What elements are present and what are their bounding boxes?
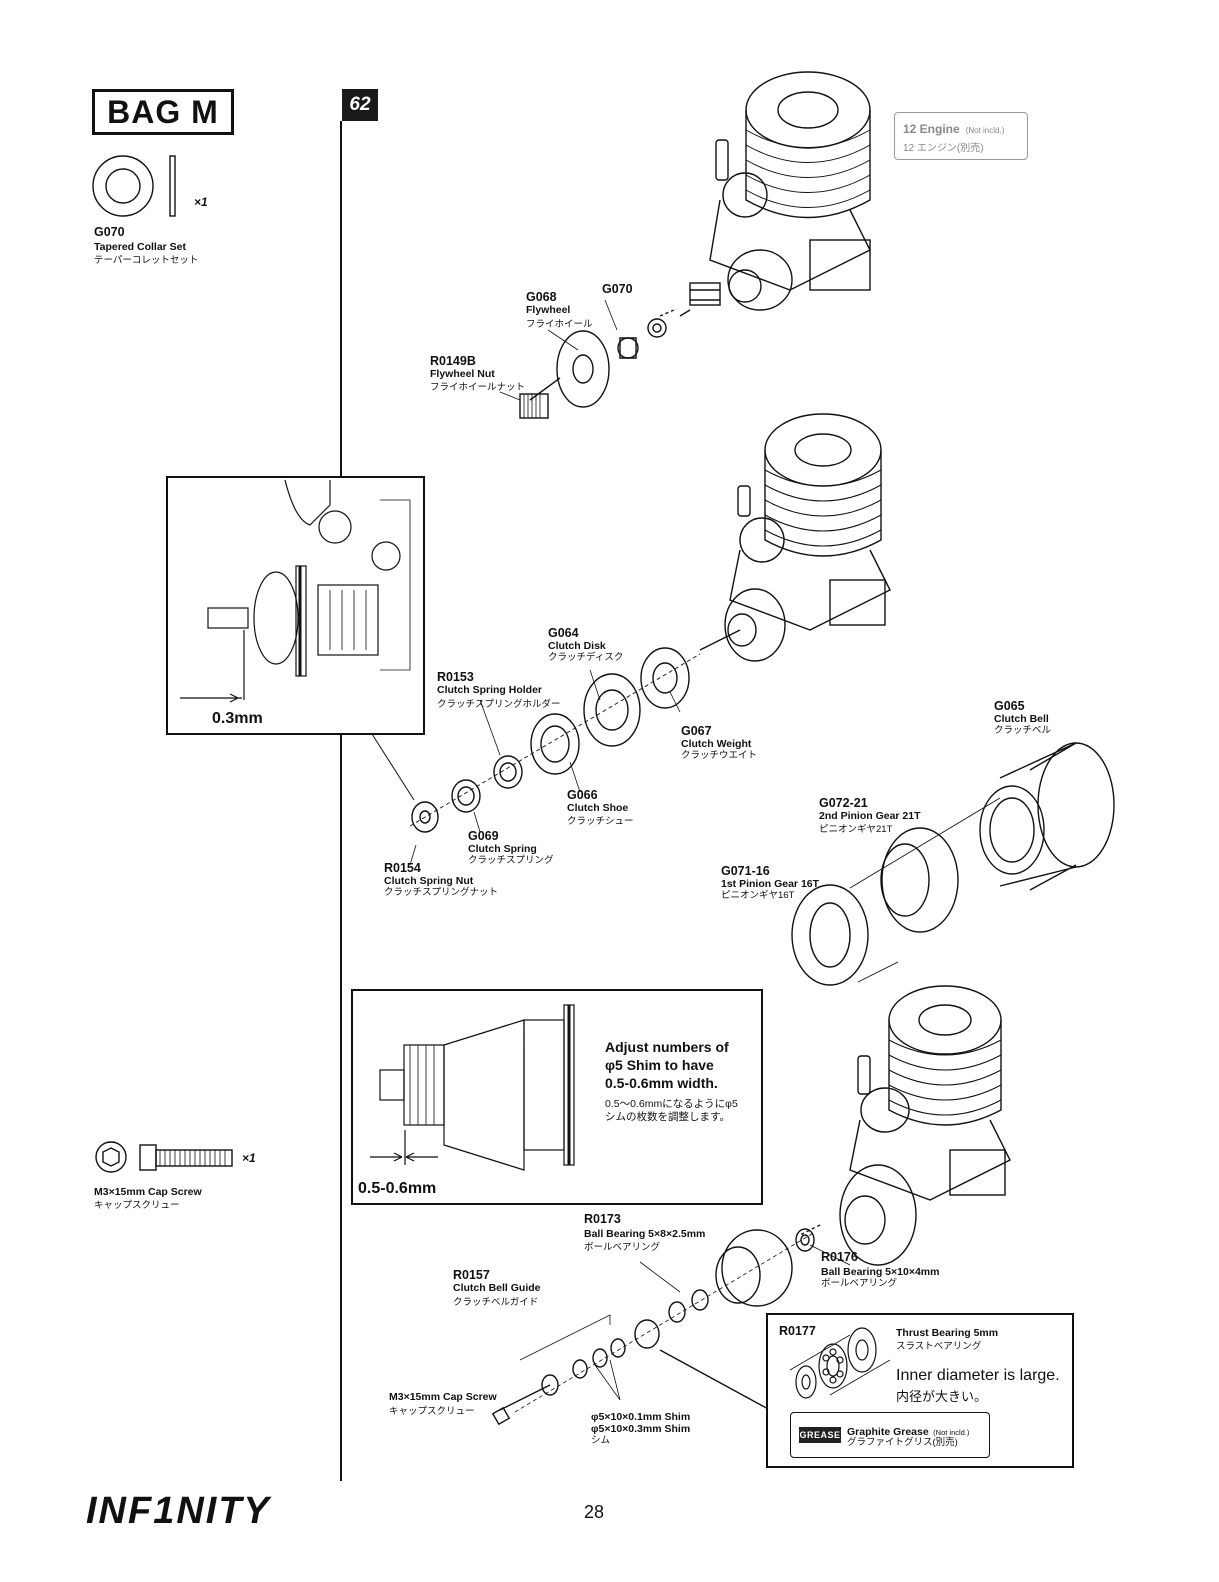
part-label: G066 Clutch Shoe クラッチシュー bbox=[567, 788, 634, 827]
engine-note: (Not incld.) bbox=[965, 126, 1005, 135]
thrust-note: Inner diameter is large. bbox=[896, 1367, 1060, 1384]
part-label: G072-21 2nd Pinion Gear 21T ピニオンギヤ21T bbox=[819, 796, 921, 835]
part-code-g070: G070 bbox=[602, 282, 633, 296]
screw-name: M3×15mm Cap Screw bbox=[94, 1186, 202, 1198]
collar-qty: ×1 bbox=[194, 195, 208, 209]
grease-callout: GREASE Graphite Grease (Not incld.) グラファ… bbox=[790, 1412, 990, 1458]
part-label: G064 Clutch Disk クラッチディスク bbox=[548, 626, 624, 663]
thrust-jp: スラストベアリング bbox=[896, 1341, 982, 1352]
engine-jp: 12 エンジン(別売) bbox=[903, 143, 984, 154]
part-label: R0176 Ball Bearing 5×10×4mm ボールベアリング bbox=[821, 1250, 940, 1289]
grease-name: Graphite Grease bbox=[847, 1426, 929, 1438]
measure-0-5-0-6mm: 0.5-0.6mm bbox=[358, 1180, 437, 1197]
grease-note: (Not incld.) bbox=[933, 1428, 970, 1437]
screw-jp: キャップスクリュー bbox=[94, 1200, 180, 1211]
shim-adjust-note: Adjust numbers of φ5 Shim to have 0.5-0.… bbox=[605, 1039, 738, 1123]
part-label: G069 Clutch Spring クラッチスプリング bbox=[468, 829, 554, 866]
engine-middle-icon bbox=[699, 413, 891, 662]
measure-0-3mm: 0.3mm bbox=[212, 710, 263, 727]
part-label: R0173 Ball Bearing 5×8×2.5mm ボールベアリング bbox=[584, 1212, 706, 1253]
screw-qty: ×1 bbox=[242, 1151, 256, 1165]
clutch-bell-icon bbox=[979, 742, 1115, 891]
bag-label: BAG M bbox=[92, 89, 234, 135]
part-label: R0157 Clutch Bell Guide クラッチベルガイド bbox=[453, 1268, 541, 1308]
detail-1-drawing bbox=[180, 479, 411, 703]
part-label: M3×15mm Cap Screw キャップスクリュー bbox=[389, 1391, 497, 1417]
brand-logo: INF1NITY bbox=[86, 1490, 328, 1530]
cap-screw-icon bbox=[95, 1141, 233, 1173]
pinion-gear-icon bbox=[791, 797, 1001, 986]
step-number: 62 bbox=[342, 89, 378, 121]
detail-2-drawing bbox=[370, 1004, 575, 1171]
thrust-name: Thrust Bearing 5mm bbox=[896, 1327, 999, 1339]
part-label: R0149B Flywheel Nut フライホイールナット bbox=[430, 354, 526, 393]
collar-code: G070 bbox=[94, 225, 125, 239]
engine-title: 12 Engine bbox=[903, 122, 960, 136]
part-label: G065 Clutch Bell クラッチベル bbox=[994, 699, 1052, 736]
engine-top-icon bbox=[679, 71, 871, 317]
thrust-bearing-icon bbox=[789, 1327, 891, 1399]
thrust-code: R0177 bbox=[779, 1324, 816, 1338]
part-label: G068 Flywheel フライホイール bbox=[526, 290, 593, 330]
part-label: G071-16 1st Pinion Gear 16T ピニオンギヤ16T bbox=[721, 864, 820, 901]
flywheel-icon bbox=[519, 309, 675, 419]
clutch-parts-icon bbox=[409, 647, 701, 833]
page-number: 28 bbox=[584, 1502, 605, 1522]
column-divider bbox=[340, 121, 342, 1481]
bearing-parts-icon bbox=[491, 1224, 821, 1426]
brand-wordmark: INF1NITY bbox=[86, 1490, 273, 1530]
collar-washer-icon bbox=[92, 155, 176, 217]
collar-jp: テーパーコレットセット bbox=[94, 255, 199, 266]
engine-bottom-icon bbox=[839, 985, 1011, 1266]
part-label: R0153 Clutch Spring Holder クラッチスプリングホルダー bbox=[437, 670, 561, 710]
grease-icon: GREASE bbox=[799, 1427, 841, 1443]
engine-callout: 12 Engine (Not incld.) 12 エンジン(別売) bbox=[894, 112, 1028, 160]
grease-jp: グラファイトグリス(別売) bbox=[847, 1437, 958, 1448]
part-label: G067 Clutch Weight クラッチウエイト bbox=[681, 724, 758, 761]
collar-name: Tapered Collar Set bbox=[94, 241, 186, 253]
thrust-note-jp: 内径が大きい。 bbox=[896, 1389, 988, 1404]
part-label: R0154 Clutch Spring Nut クラッチスプリングナット bbox=[384, 861, 499, 898]
shim-label: φ5×10×0.1mm Shim φ5×10×0.3mm Shim シム bbox=[591, 1411, 691, 1446]
